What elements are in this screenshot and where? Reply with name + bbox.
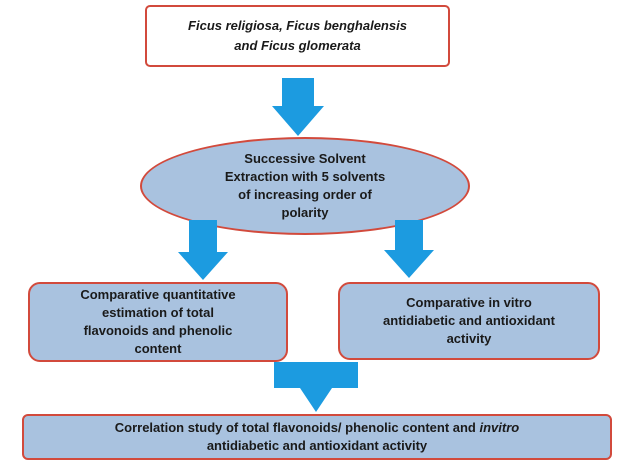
plant-species-line-1: Ficus religiosa, Ficus benghalensis (188, 18, 407, 33)
down-arrow-icon-1 (272, 78, 324, 136)
correlation-study-box: Correlation study of total flavonoids/ p… (22, 414, 612, 460)
quantitative-estimation-box: Comparative quantitative estimation of t… (28, 282, 288, 362)
plant-species-line-2: and Ficus glomerata (234, 38, 361, 53)
in-vitro-activity-box: Comparative in vitro antidiabetic and an… (338, 282, 600, 360)
solvent-extraction-ellipse: Successive Solvent Extraction with 5 sol… (140, 137, 470, 235)
bottom-box-line-1: Correlation study of total flavonoids/ p… (115, 419, 519, 437)
down-arrow-icon-4 (274, 362, 358, 412)
down-arrow-icon-2 (178, 220, 228, 280)
plant-species-box: Ficus religiosa, Ficus benghalensis and … (145, 5, 450, 67)
arrow-shape (384, 220, 434, 278)
extraction-line-1: Successive Solvent (244, 151, 366, 166)
left-box-line-2: estimation of total (102, 305, 214, 320)
extraction-line-3: of increasing order of (238, 187, 372, 202)
right-box-line-3: activity (446, 331, 492, 346)
extraction-line-2: Extraction with 5 solvents (224, 169, 386, 184)
down-arrow-icon-3 (384, 220, 434, 278)
right-box-line-1: Comparative in vitro (406, 295, 532, 310)
arrow-shape (272, 78, 324, 136)
bottom-box-line-1-italic: invitro (479, 420, 520, 435)
left-box-line-3: flavonoids and phenolic (83, 323, 233, 338)
right-box-line-2: antidiabetic and antioxidant (383, 313, 555, 328)
arrow-shape (178, 220, 228, 280)
left-box-line-4: content (134, 341, 182, 356)
left-box-line-1: Comparative quantitative (80, 287, 236, 302)
extraction-line-4: polarity (281, 205, 329, 220)
bottom-box-line-2: antidiabetic and antioxidant activity (206, 438, 428, 453)
bottom-box-line-1-text: Correlation study of total flavonoids/ p… (114, 420, 480, 435)
arrow-shape (274, 362, 358, 412)
